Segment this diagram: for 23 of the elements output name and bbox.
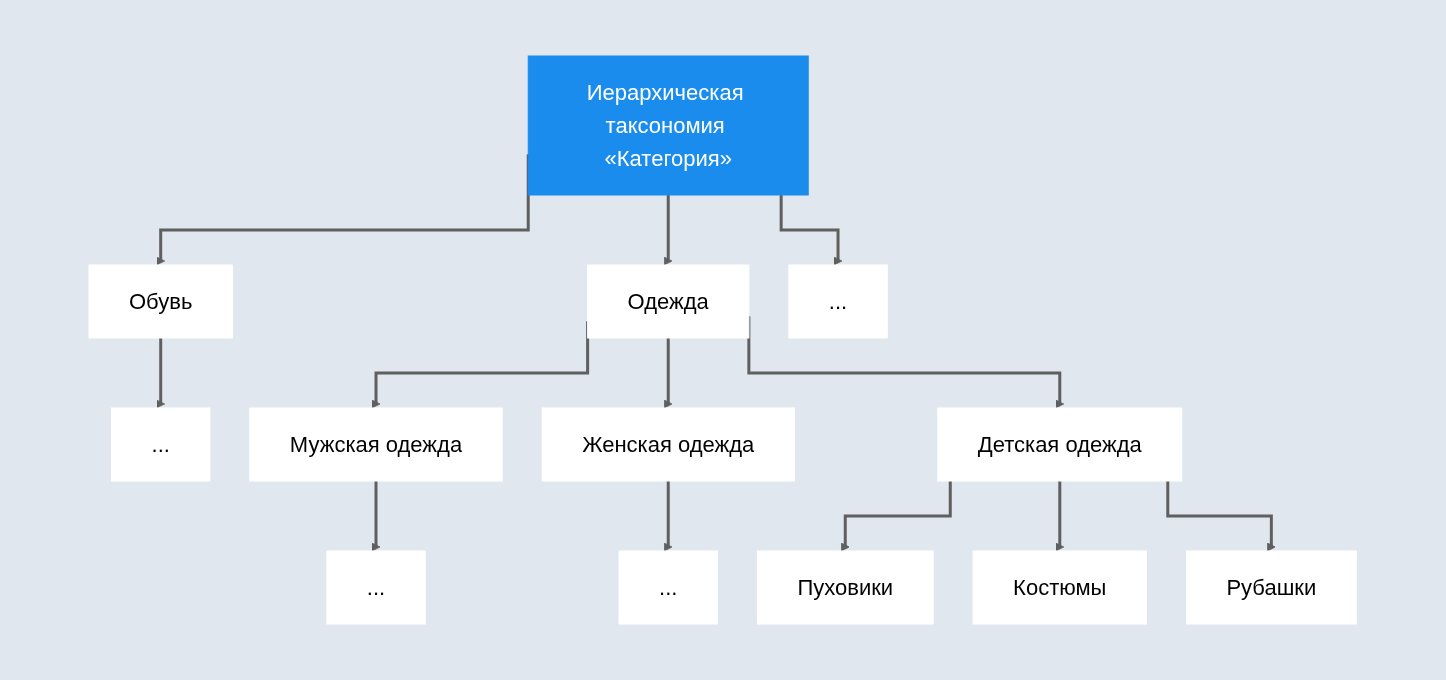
node-box: ... — [618, 550, 719, 625]
node-box: Пуховики — [757, 550, 934, 625]
arrow — [780, 195, 843, 266]
arrow — [664, 338, 673, 409]
node-box: ... — [111, 407, 211, 482]
node-box: ... — [788, 264, 889, 339]
node-box: Детская одежда — [937, 407, 1183, 482]
arrow — [664, 481, 673, 552]
node-box: Мужская одежда — [249, 407, 503, 482]
node-box: Рубашки — [1186, 550, 1358, 625]
node-box: Женская одежда — [542, 407, 796, 482]
node-box: Иерархическая таксономия «Категория» — [528, 55, 810, 196]
arrow — [156, 154, 531, 266]
arrow — [156, 338, 166, 409]
arrow — [1055, 481, 1065, 552]
arrow — [841, 481, 953, 552]
arrow — [371, 481, 381, 552]
node-box: ... — [326, 550, 427, 625]
node-box: Обувь — [88, 264, 234, 339]
node-box: Костюмы — [972, 550, 1148, 625]
node-box: Одежда — [587, 264, 750, 339]
arrow — [1166, 481, 1277, 552]
arrow — [664, 195, 673, 266]
